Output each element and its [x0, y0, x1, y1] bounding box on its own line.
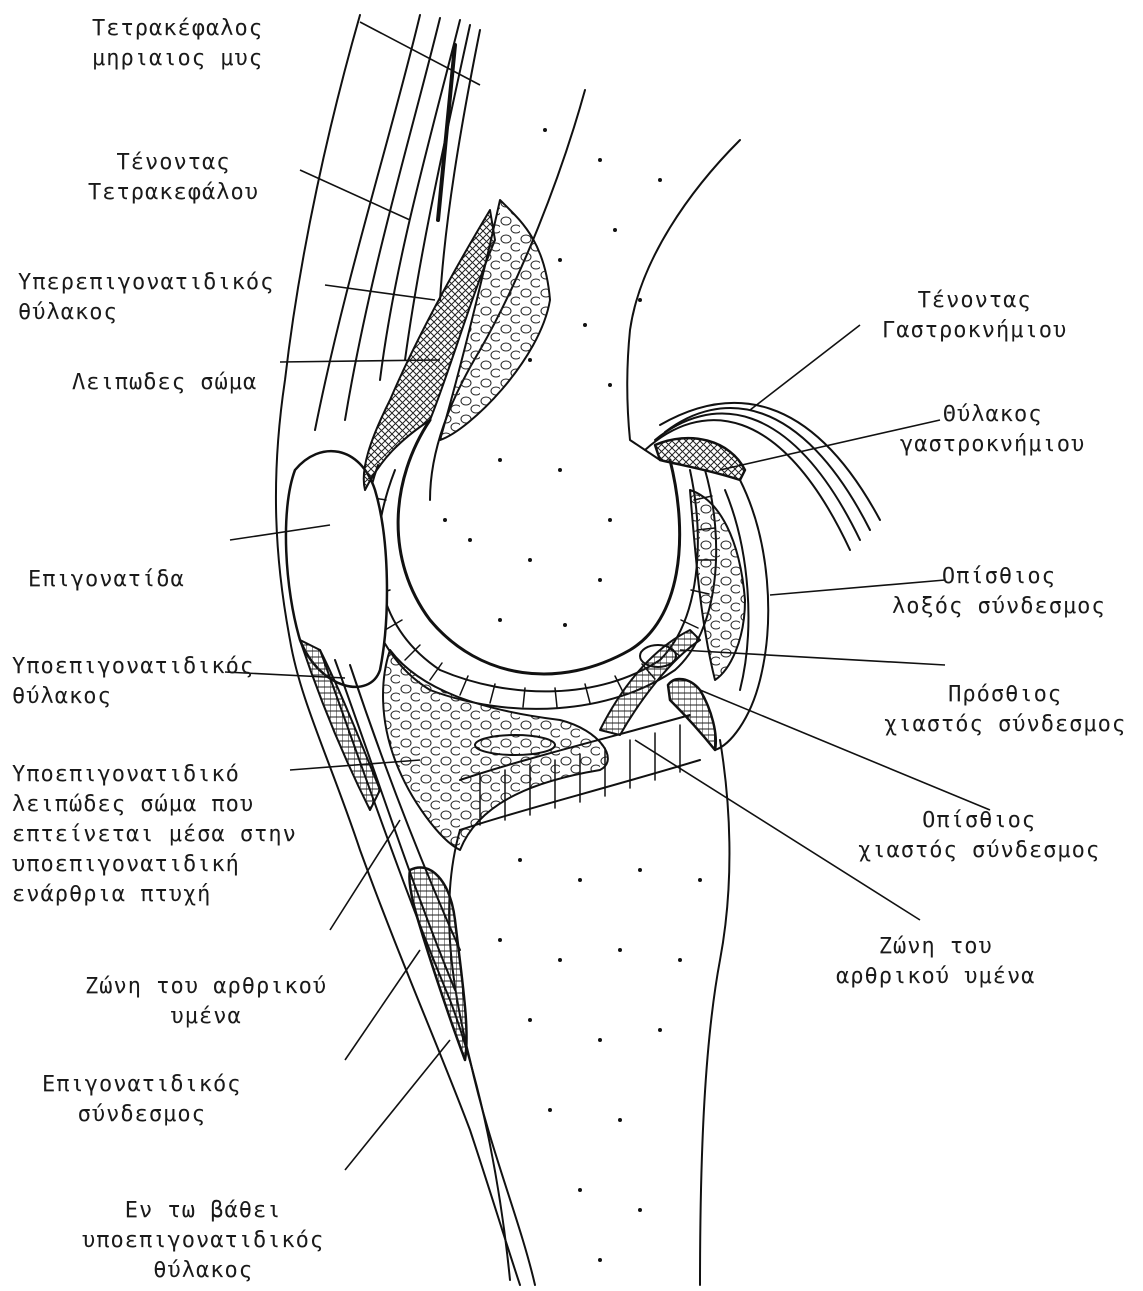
label-synovial-zone-right: Ζώνη του αρθρικού υμένα	[836, 932, 1035, 992]
posterior-cruciate-ligament	[668, 679, 716, 750]
posterior-thigh-outline	[627, 140, 740, 460]
label-infrapatellar-fat-pad: Υποεπιγονατιδικό λειπώδες σώμα που επτεί…	[12, 760, 297, 910]
label-line: Επιγονατιδικός	[42, 1070, 241, 1100]
label-line: λοξός σύνδεσμος	[892, 592, 1106, 622]
label-line: Υποεπιγονατιδικός	[12, 652, 254, 682]
label-line: αρθρικού υμένα	[836, 962, 1035, 992]
label-posterior-cruciate-ligament: Οπίσθιος χιαστός σύνδεσμος	[858, 806, 1100, 866]
label-line: υμένα	[85, 1002, 327, 1032]
label-line: Τένοντας	[88, 148, 259, 178]
label-deep-infrapatellar-bursa: Εν τω βάθει υποεπιγονατιδικός θύλακος	[82, 1196, 324, 1286]
gastrocnemius-bursa	[655, 438, 745, 480]
label-line: χιαστός σύνδεσμος	[884, 710, 1126, 740]
label-line: θύλακος	[82, 1256, 324, 1286]
label-gastrocnemius-tendon: Τένοντας Γαστροκνήμιου	[882, 286, 1067, 346]
label-patella: Επιγονατίδα	[28, 565, 185, 595]
label-line: χιαστός σύνδεσμος	[858, 836, 1100, 866]
label-line: Ζώνη του	[836, 932, 1035, 962]
label-line: επτείνεται μέσα στην	[12, 820, 297, 850]
label-synovial-zone-left: Ζώνη του αρθρικού υμένα	[85, 972, 327, 1032]
label-anterior-cruciate-ligament: Πρόσθιος χιαστός σύνδεσμος	[884, 680, 1126, 740]
label-quadriceps-muscle: Τετρακέφαλος μηριαιος μυς	[92, 14, 263, 74]
label-line: θύλακος	[12, 682, 254, 712]
label-line: σύνδεσμος	[42, 1100, 241, 1130]
label-line: Τένοντας	[882, 286, 1067, 316]
label-patellar-ligament: Επιγονατιδικός σύνδεσμος	[42, 1070, 241, 1130]
label-fat-body: Λειπωδες σώμα	[72, 368, 257, 398]
label-suprapatellar-bursa: Υπερεπιγονατιδικός θύλακος	[18, 268, 274, 328]
label-line: υποεπιγονατιδική	[12, 850, 297, 880]
label-quadriceps-tendon: Τένοντας Τετρακεφάλου	[88, 148, 259, 208]
label-line: Ζώνη του αρθρικού	[85, 972, 327, 1002]
label-line: μηριαιος μυς	[92, 44, 263, 74]
infrapatellar-fat-pad	[383, 650, 608, 850]
label-line: Λειπωδες σώμα	[72, 368, 257, 398]
label-line: Γαστροκνήμιου	[882, 316, 1067, 346]
label-line: λειπώδες σώμα που	[12, 790, 297, 820]
label-line: Υποεπιγονατιδικό	[12, 760, 297, 790]
label-line: Πρόσθιος	[884, 680, 1126, 710]
patella-outline	[286, 451, 387, 687]
label-gastrocnemius-bursa: Θύλακος γαστροκνήμιου	[900, 400, 1085, 460]
label-line: γαστροκνήμιου	[900, 430, 1085, 460]
label-line: Υπερεπιγονατιδικός	[18, 268, 274, 298]
label-line: Θύλακος	[900, 400, 1085, 430]
label-line: θύλακος	[18, 298, 274, 328]
tibia-posterior-outline	[700, 740, 729, 1285]
label-line: Τετρακέφαλος	[92, 14, 263, 44]
label-subpatellar-bursa: Υποεπιγονατιδικός θύλακος	[12, 652, 254, 712]
label-line: Οπίσθιος	[892, 562, 1106, 592]
label-line: Επιγονατίδα	[28, 565, 185, 595]
tibia-anterior-outline	[449, 830, 535, 1285]
label-line: Τετρακεφάλου	[88, 178, 259, 208]
label-line: υποεπιγονατιδικός	[82, 1226, 324, 1256]
label-line: Οπίσθιος	[858, 806, 1100, 836]
label-posterior-oblique-ligament: Οπίσθιος λοξός σύνδεσμος	[892, 562, 1106, 622]
femoral-condyle	[398, 420, 680, 674]
label-line: ενάρθρια πτυχή	[12, 880, 297, 910]
label-line: Εν τω βάθει	[82, 1196, 324, 1226]
